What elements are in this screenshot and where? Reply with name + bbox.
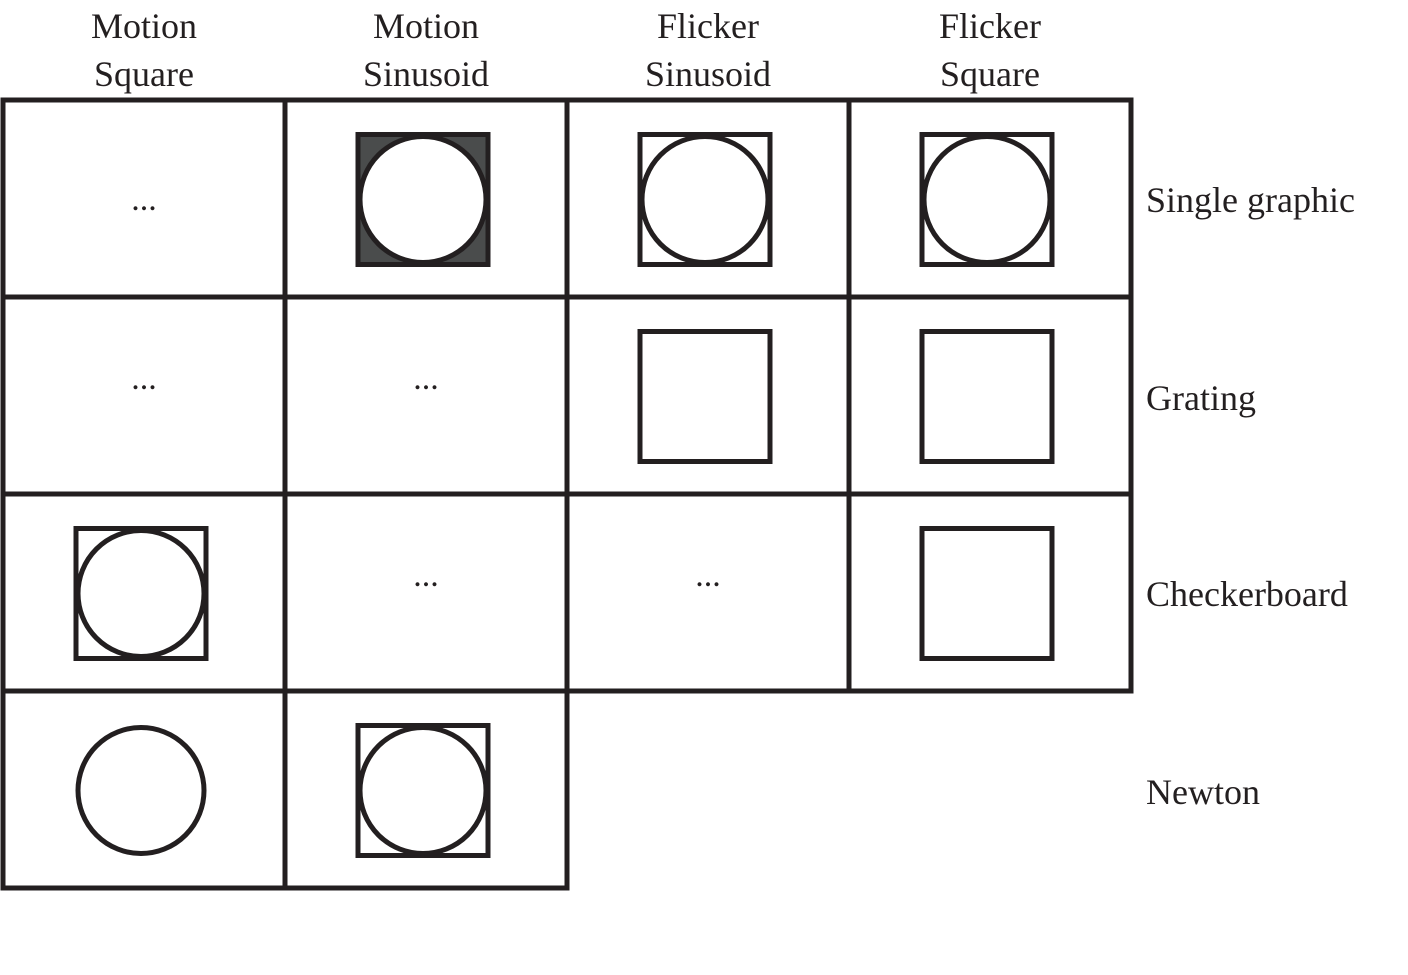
row-label-newton: Newton xyxy=(1146,772,1260,812)
column-header-motion-sinusoid: Motion Sinusoid xyxy=(285,2,567,98)
ellipsis-mark-r2-c2: ... xyxy=(413,360,439,397)
square-outline-r2-c3 xyxy=(637,329,773,464)
ellipsis-mark-r3-c3: ... xyxy=(695,557,721,594)
column-header-line1: Motion xyxy=(372,6,479,46)
row-label-grating: Grating xyxy=(1146,378,1256,418)
column-header-line2: Square xyxy=(940,54,1040,94)
circle-outline-r1-c3 xyxy=(639,134,771,265)
cell-border-r3-c4 xyxy=(846,491,1134,694)
circle-outline-r4-c2 xyxy=(357,725,489,856)
circle-outline-r3-c1 xyxy=(75,528,207,659)
column-header-line2: Sinusoid xyxy=(362,54,490,94)
ellipsis-mark-r1-c1: ... xyxy=(131,181,157,218)
column-header-line2: Square xyxy=(94,54,194,94)
circle-outline-r1-c2 xyxy=(357,134,489,265)
cell-border-r4-c2 xyxy=(282,688,570,891)
row-label-single-graphic: Single graphic xyxy=(1146,180,1355,220)
column-header-motion-square: Motion Square xyxy=(3,2,285,98)
grid-lines xyxy=(0,97,1134,891)
square-outline-r2-c4 xyxy=(919,329,1055,464)
circle-outline-r1-c4 xyxy=(921,134,1053,265)
column-header-line2: Sinusoid xyxy=(644,54,772,94)
cell-glyphs: ............... xyxy=(73,132,1055,858)
column-header-flicker-sinusoid: Flicker Sinusoid xyxy=(567,2,849,98)
square-outline-r3-c4 xyxy=(919,526,1055,661)
circle-outline-r4-c1 xyxy=(75,725,207,856)
column-header-flicker-square: Flicker Square xyxy=(849,2,1131,98)
column-header-line1: Flicker xyxy=(939,6,1041,46)
ellipsis-mark-r2-c1: ... xyxy=(131,360,157,397)
column-header-line1: Flicker xyxy=(657,6,759,46)
ellipsis-mark-r3-c2: ... xyxy=(413,557,439,594)
row-label-checkerboard: Checkerboard xyxy=(1146,574,1348,614)
column-header-line1: Motion xyxy=(90,6,197,46)
